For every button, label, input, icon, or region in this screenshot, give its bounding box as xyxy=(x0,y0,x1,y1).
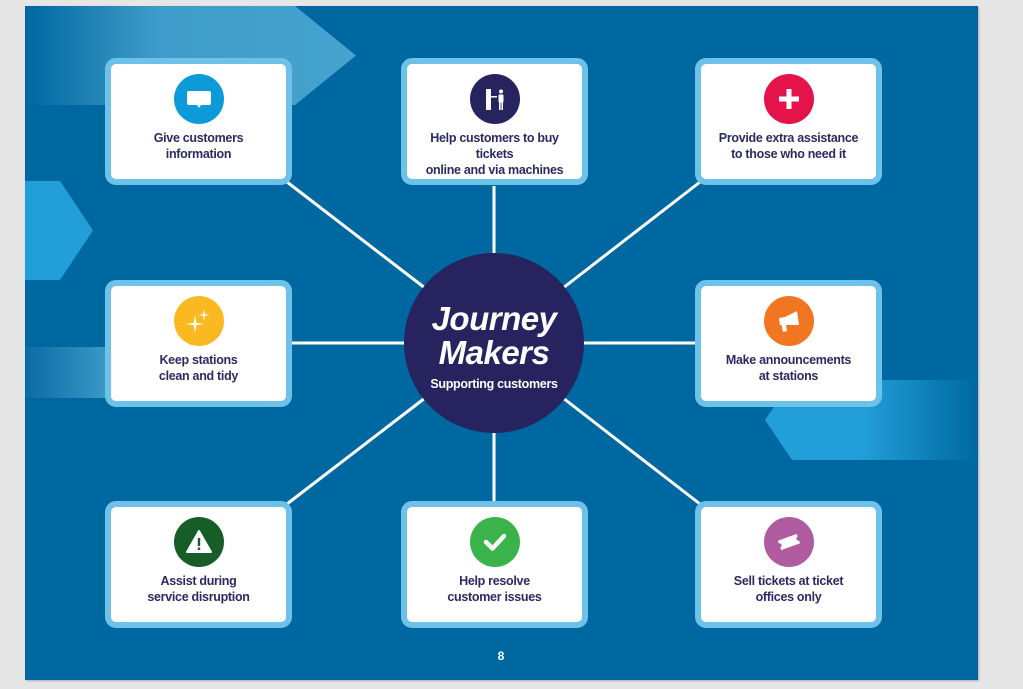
node-label: Provide extra assistance to those who ne… xyxy=(718,131,859,161)
sparkle-icon xyxy=(173,296,224,346)
node-announcements: Make announcements at stations xyxy=(695,280,882,407)
connector-bottom-left xyxy=(286,396,426,506)
connector-top-right xyxy=(562,180,701,290)
node-resolve-issues: Help resolve customer issues xyxy=(401,501,588,628)
node-label: Give customers information xyxy=(153,131,244,161)
node-give-information: Give customers information xyxy=(105,58,292,185)
megaphone-icon xyxy=(763,296,814,346)
node-clean-stations: Keep stations clean and tidy xyxy=(105,280,292,407)
node-label: Keep stations clean and tidy xyxy=(158,353,239,383)
node-label: Help resolve customer issues xyxy=(447,574,542,604)
ticket-icon xyxy=(763,517,814,567)
checkmark-icon xyxy=(469,517,520,567)
node-label: Sell tickets at ticket offices only xyxy=(733,574,844,604)
hub-title: Journey Makers xyxy=(431,299,557,371)
connector-top-left xyxy=(286,180,426,290)
node-label: Help customers to buy tickets online and… xyxy=(425,131,564,177)
hub-journey-makers: Journey Makers Supporting customers xyxy=(404,253,584,433)
connector-bottom-right xyxy=(562,396,701,506)
node-ticket-offices: Sell tickets at ticket offices only xyxy=(695,501,882,628)
node-service-disruption: Assist during service disruption xyxy=(105,501,292,628)
node-buy-tickets: Help customers to buy tickets online and… xyxy=(401,58,588,185)
speech-bubble-icon xyxy=(173,74,224,124)
page-number: 8 xyxy=(497,649,505,663)
node-extra-assistance: Provide extra assistance to those who ne… xyxy=(695,58,882,185)
plus-icon xyxy=(763,74,814,124)
node-label: Assist during service disruption xyxy=(147,574,250,604)
ticket-machine-icon xyxy=(469,74,520,124)
connectors xyxy=(286,180,701,506)
node-label: Make announcements at stations xyxy=(725,353,852,383)
hub-subtitle: Supporting customers xyxy=(430,376,558,391)
diagram-page: Give customers information Help customer… xyxy=(25,6,978,680)
warning-icon xyxy=(173,517,224,567)
